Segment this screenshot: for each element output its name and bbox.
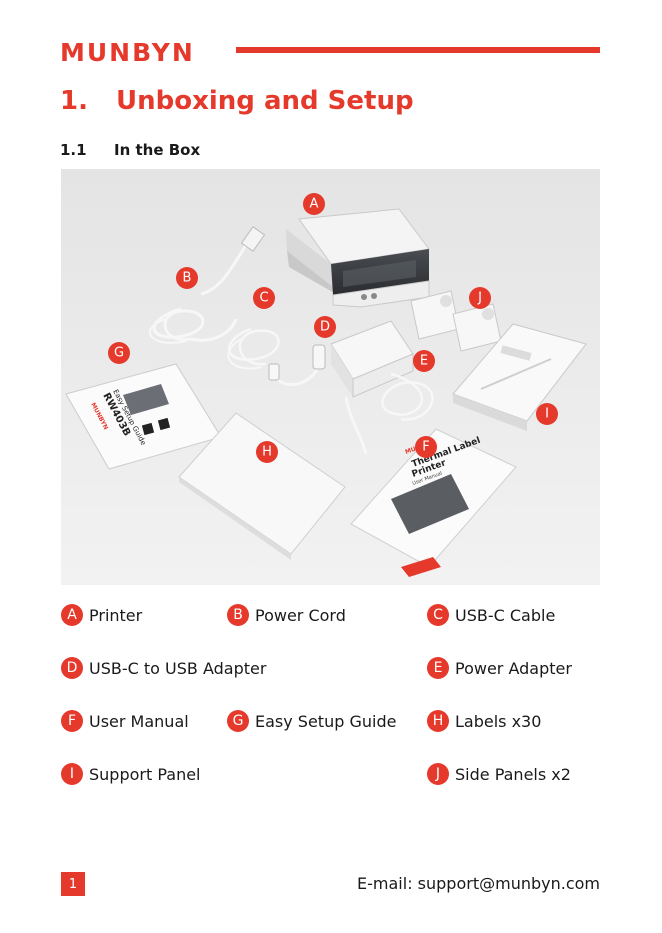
pin-i: I [536,403,558,425]
pin-a: A [303,193,325,215]
pin-g: G [108,342,130,364]
legend-item-f: F User Manual [61,709,189,733]
svg-text:I: I [545,407,549,422]
svg-text:E: E [420,354,428,369]
brand-logo: MUNBYN [60,38,195,67]
section-title-text: Unboxing and Setup [116,86,414,116]
legend-badge: I [61,763,83,785]
pin-h: H [256,441,278,463]
legend-badge: E [427,657,449,679]
legend-badge: C [427,604,449,626]
subsection-title: 1.1 In the Box [60,141,200,159]
svg-text:J: J [477,291,482,306]
page-number: 1 [61,872,85,896]
usb-c-cable-item [227,327,280,370]
legend-label: User Manual [89,711,189,731]
legend-label: Labels x30 [455,711,542,731]
svg-text:B: B [183,271,192,286]
labels-stack-item [178,412,346,560]
pin-b: B [176,267,198,289]
svg-text:F: F [422,440,429,455]
legend-label: Side Panels x2 [455,764,571,784]
easy-setup-guide-item: MUNBYN RW403B Easy Setup Guide [65,363,222,470]
pin-e: E [413,350,435,372]
legend-badge: A [61,604,83,626]
legend-label: Printer [89,605,143,625]
legend-badge: B [227,604,249,626]
support-panel-item [452,323,587,431]
svg-text:H: H [262,445,272,460]
user-manual-item: MUNBYN Thermal Label Printer User Manual [350,428,517,577]
legend-label: USB-C Cable [455,605,556,625]
legend-item-e: E Power Adapter [427,656,572,680]
legend-badge: J [427,763,449,785]
legend-item-g: G Easy Setup Guide [227,709,396,733]
svg-text:C: C [259,291,268,306]
svg-text:G: G [114,346,124,361]
power-adapter-item [330,320,434,455]
legend-item-b: B Power Cord [227,603,346,627]
section-title: 1. Unboxing and Setup [60,86,414,116]
svg-text:D: D [320,320,330,335]
legend-label: Easy Setup Guide [255,711,397,731]
legend-label: Power Adapter [455,658,572,678]
subsection-number: 1.1 [60,141,87,159]
usb-adapter-item [268,344,326,386]
svg-text:A: A [310,197,319,212]
legend-badge: G [227,710,249,732]
printer-item [286,208,430,308]
legend-item-c: C USB-C Cable [427,603,555,627]
pin-d: D [314,316,336,338]
legend-item-h: H Labels x30 [427,709,541,733]
legend-badge: D [61,657,83,679]
in-the-box-photo: MUNBYN RW403B Easy Setup Guide MUNBYN Th… [61,169,600,585]
header-accent-bar [236,47,600,53]
section-number: 1. [60,86,88,116]
support-email: E-mail: support@munbyn.com [357,874,600,893]
subsection-title-text: In the Box [114,141,201,159]
legend-label: Power Cord [255,605,346,625]
legend-item-j: J Side Panels x2 [427,762,571,786]
legend-badge: H [427,710,449,732]
pin-c: C [253,287,275,309]
in-the-box-illustration: MUNBYN RW403B Easy Setup Guide MUNBYN Th… [61,169,600,585]
pin-j: J [469,287,491,309]
legend-item-i: I Support Panel [61,762,201,786]
pin-f: F [415,436,437,458]
legend-item-d: D USB-C to USB Adapter [61,656,266,680]
legend-badge: F [61,710,83,732]
legend-label: USB-C to USB Adapter [89,658,267,678]
legend-item-a: A Printer [61,603,142,627]
legend-label: Support Panel [89,764,201,784]
